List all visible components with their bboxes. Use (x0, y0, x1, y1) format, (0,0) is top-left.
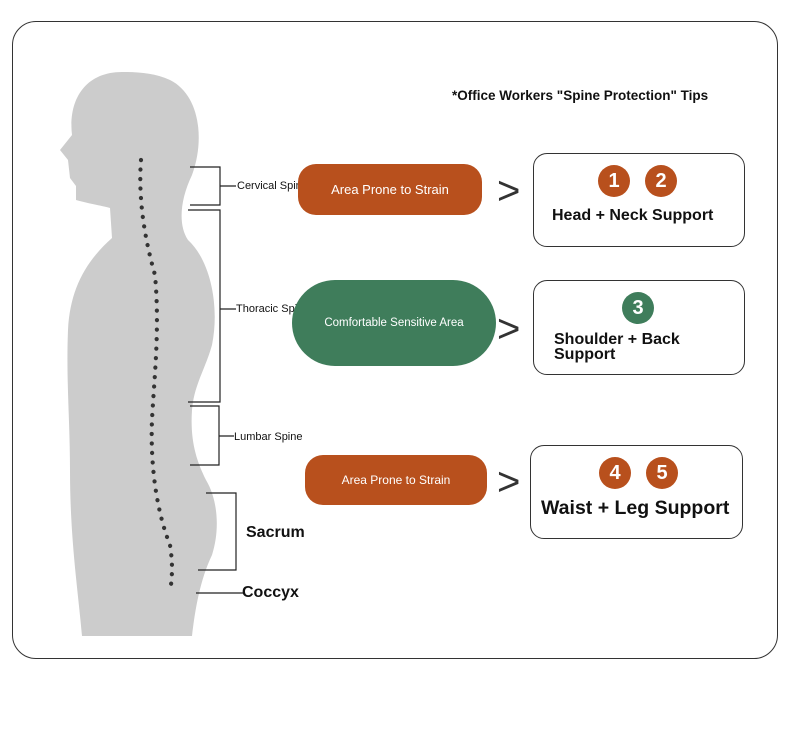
spine-dots (138, 157, 175, 588)
bracket-sacrum (198, 492, 237, 571)
support-box-shoulder-back: 3 Shoulder + Back Support (533, 280, 745, 375)
area-strain-bottom: Area Prone to Strain (305, 455, 487, 505)
label-cervical-spine: Cervical Spine (237, 180, 308, 192)
badge-1: 1 (598, 165, 630, 197)
bracket-cervical (190, 166, 236, 206)
label-sacrum: Sacrum (246, 524, 305, 541)
silhouette-shape (60, 72, 217, 636)
support-label-line2: Support (554, 346, 616, 363)
support-label-shoulder-back: Shoulder + Back Support (554, 331, 680, 363)
area-comfortable: Comfortable Sensitive Area (292, 280, 496, 366)
support-label-waist-leg: Waist + Leg Support (541, 497, 730, 519)
arrow-chevron-1: > (497, 169, 521, 213)
badge-4: 4 (599, 457, 631, 489)
badge-3: 3 (622, 292, 654, 324)
arrow-chevron-3: > (497, 460, 521, 504)
bracket-lumbar (190, 405, 234, 466)
badge-5: 5 (646, 457, 678, 489)
badge-2: 2 (645, 165, 677, 197)
support-label-head-neck: Head + Neck Support (552, 207, 714, 224)
page-title: *Office Workers "Spine Protection" Tips (452, 88, 709, 103)
arrow-chevron-2: > (497, 307, 521, 351)
spine-brackets (188, 166, 244, 594)
label-thoracic-spine: Thoracic Spine (236, 303, 310, 315)
support-box-head-neck: 1 2 Head + Neck Support (533, 153, 745, 247)
support-label-line1: Shoulder + Back (554, 331, 680, 348)
bracket-thoracic (188, 209, 236, 403)
label-coccyx: Coccyx (242, 584, 299, 601)
label-lumbar-spine: Lumbar Spine (234, 431, 303, 443)
support-box-waist-leg: 4 5 Waist + Leg Support (530, 445, 743, 539)
area-strain-top: Area Prone to Strain (298, 164, 482, 215)
